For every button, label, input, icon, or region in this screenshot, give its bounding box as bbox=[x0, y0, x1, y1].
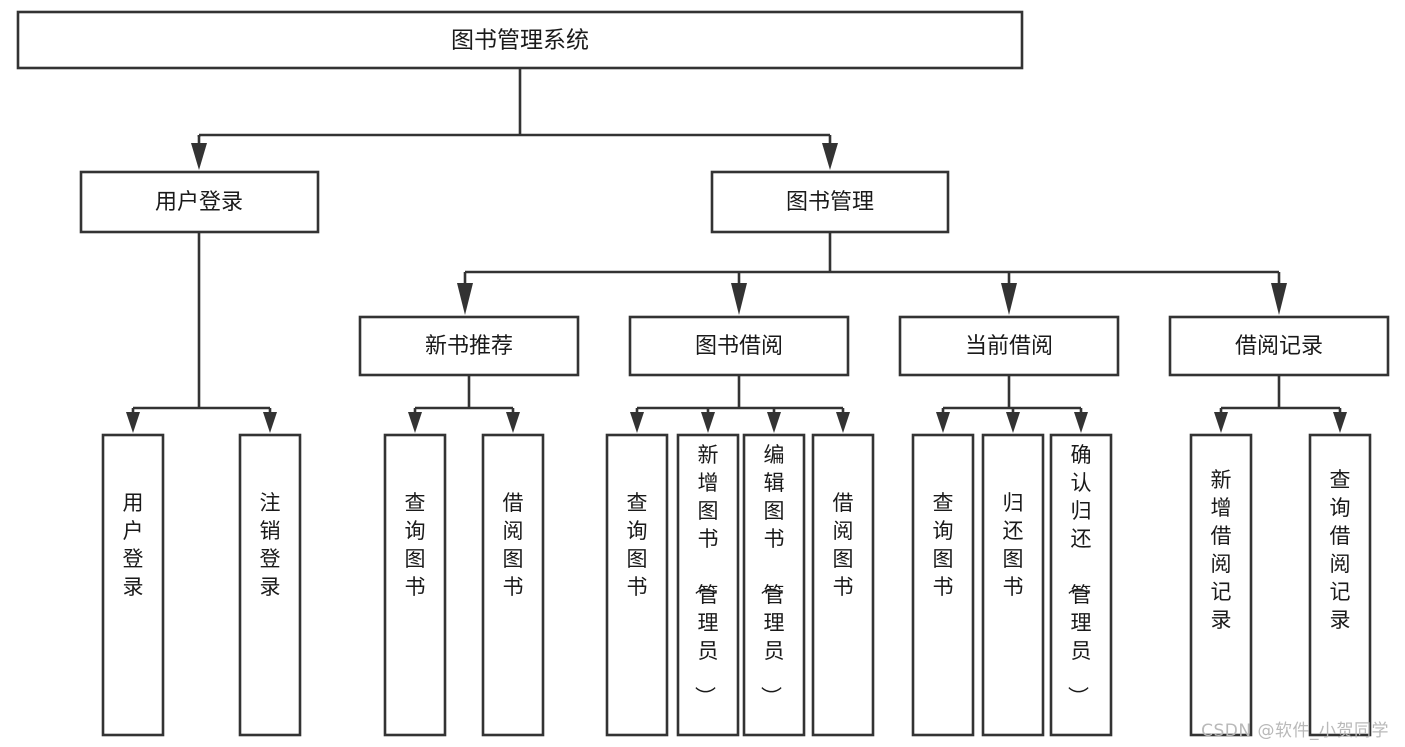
node-leaf11[interactable]: 确认归还（管理员） bbox=[1049, 433, 1113, 737]
arrow-head-borrow bbox=[731, 283, 747, 315]
arrow-head-leaf2 bbox=[263, 412, 277, 433]
node-leaf2[interactable]: 注销登录 bbox=[238, 433, 302, 737]
node-bookmgmt[interactable]: 图书管理 bbox=[710, 170, 950, 234]
node-current-label: 当前借阅 bbox=[965, 334, 1053, 359]
arrow-head-leaf13 bbox=[1333, 412, 1347, 433]
node-borrow[interactable]: 图书借阅 bbox=[628, 315, 850, 377]
node-leaf8-label: 借阅图书 bbox=[833, 491, 854, 599]
arrow-head-leaf10 bbox=[1006, 412, 1020, 433]
arrow-head-current bbox=[1001, 283, 1017, 315]
node-leaf1-box[interactable] bbox=[101, 433, 165, 737]
node-leaf11-box[interactable] bbox=[1049, 433, 1113, 737]
node-leaf1[interactable]: 用户登录 bbox=[101, 433, 165, 737]
node-leaf3-label: 查询图书 bbox=[405, 491, 426, 599]
csdn-watermark: CSDN @软件_小贺同学 bbox=[1201, 721, 1389, 741]
node-leaf5[interactable]: 查询图书 bbox=[605, 433, 669, 737]
connector-group-newbook bbox=[408, 375, 520, 433]
node-records-label: 借阅记录 bbox=[1235, 334, 1323, 359]
node-login[interactable]: 用户登录 bbox=[79, 170, 320, 234]
node-bookmgmt-label: 图书管理 bbox=[786, 190, 874, 215]
node-leaf9-label: 查询图书 bbox=[933, 491, 954, 599]
node-leaf6[interactable]: 新增图书（管理员） bbox=[676, 433, 740, 737]
node-leaf13-box[interactable] bbox=[1308, 433, 1372, 737]
connector-group-login bbox=[126, 232, 277, 433]
node-leaf10[interactable]: 归还图书 bbox=[981, 433, 1045, 737]
arrow-head-leaf7 bbox=[767, 412, 781, 433]
node-login-label: 用户登录 bbox=[155, 190, 243, 215]
node-current[interactable]: 当前借阅 bbox=[898, 315, 1120, 377]
node-newbook-box[interactable] bbox=[358, 315, 580, 377]
arrow-head-login bbox=[191, 143, 207, 170]
node-leaf12-box[interactable] bbox=[1189, 433, 1253, 737]
node-newbook[interactable]: 新书推荐 bbox=[358, 315, 580, 377]
arrow-head-bookmgmt bbox=[822, 143, 838, 170]
node-leaf6-label: 新增图书（管理员） bbox=[693, 443, 719, 707]
node-login-box[interactable] bbox=[79, 170, 320, 234]
node-leaf13-label: 查询借阅记录 bbox=[1330, 468, 1351, 632]
node-leaf11-label: 确认归还（管理员） bbox=[1066, 443, 1092, 707]
node-leaf5-box[interactable] bbox=[605, 433, 669, 737]
node-leaf3-box[interactable] bbox=[383, 433, 447, 737]
connector-group-records bbox=[1214, 375, 1347, 433]
node-bookmgmt-box[interactable] bbox=[710, 170, 950, 234]
node-leaf4-label: 借阅图书 bbox=[503, 491, 524, 599]
arrow-head-newbook bbox=[457, 283, 473, 315]
arrow-head-leaf11 bbox=[1074, 412, 1088, 433]
node-borrow-box[interactable] bbox=[628, 315, 850, 377]
connector-group-borrow bbox=[630, 375, 850, 433]
node-root-box[interactable] bbox=[16, 10, 1024, 70]
node-borrow-label: 图书借阅 bbox=[695, 334, 783, 359]
node-current-box[interactable] bbox=[898, 315, 1120, 377]
node-leaf6-box[interactable] bbox=[676, 433, 740, 737]
arrow-head-leaf4 bbox=[506, 412, 520, 433]
node-records[interactable]: 借阅记录 bbox=[1168, 315, 1390, 377]
node-leaf5-label: 查询图书 bbox=[627, 491, 648, 599]
arrow-head-leaf6 bbox=[701, 412, 715, 433]
node-leaf4[interactable]: 借阅图书 bbox=[481, 433, 545, 737]
arrow-head-leaf5 bbox=[630, 412, 644, 433]
node-leaf4-box[interactable] bbox=[481, 433, 545, 737]
node-leaf12[interactable]: 新增借阅记录 bbox=[1189, 433, 1253, 737]
arrow-head-leaf9 bbox=[936, 412, 950, 433]
arrow-head-leaf12 bbox=[1214, 412, 1228, 433]
node-leaf7[interactable]: 编辑图书（管理员） bbox=[742, 433, 806, 737]
node-leaf2-label: 注销登录 bbox=[260, 491, 281, 599]
node-leaf9[interactable]: 查询图书 bbox=[911, 433, 975, 737]
node-leaf2-box[interactable] bbox=[238, 433, 302, 737]
arrow-head-leaf1 bbox=[126, 412, 140, 433]
arrow-head-leaf3 bbox=[408, 412, 422, 433]
node-records-box[interactable] bbox=[1168, 315, 1390, 377]
node-leaf13[interactable]: 查询借阅记录 bbox=[1308, 433, 1372, 737]
node-leaf12-label: 新增借阅记录 bbox=[1211, 468, 1232, 632]
node-newbook-label: 新书推荐 bbox=[425, 334, 513, 359]
leaf-nodes-group: 用户登录 注销登录 查询图书 借阅图书 查询图书 新增图书（管理员） bbox=[101, 433, 1372, 737]
connector-group-bookmgmt bbox=[457, 232, 1287, 315]
node-leaf8-box[interactable] bbox=[811, 433, 875, 737]
node-root-label: 图书管理系统 bbox=[451, 28, 589, 54]
node-leaf1-label: 用户登录 bbox=[123, 491, 144, 599]
node-leaf3[interactable]: 查询图书 bbox=[383, 433, 447, 737]
node-leaf10-box[interactable] bbox=[981, 433, 1045, 737]
node-leaf8[interactable]: 借阅图书 bbox=[811, 433, 875, 737]
node-leaf7-box[interactable] bbox=[742, 433, 806, 737]
arrow-head-leaf8 bbox=[836, 412, 850, 433]
connector-group-current bbox=[936, 375, 1088, 433]
node-leaf7-label: 编辑图书（管理员） bbox=[759, 443, 785, 707]
node-root[interactable]: 图书管理系统 bbox=[16, 10, 1024, 70]
connector-group-root bbox=[191, 68, 838, 170]
node-leaf10-label: 归还图书 bbox=[1003, 491, 1024, 599]
node-leaf9-box[interactable] bbox=[911, 433, 975, 737]
arrow-head-records bbox=[1271, 283, 1287, 315]
